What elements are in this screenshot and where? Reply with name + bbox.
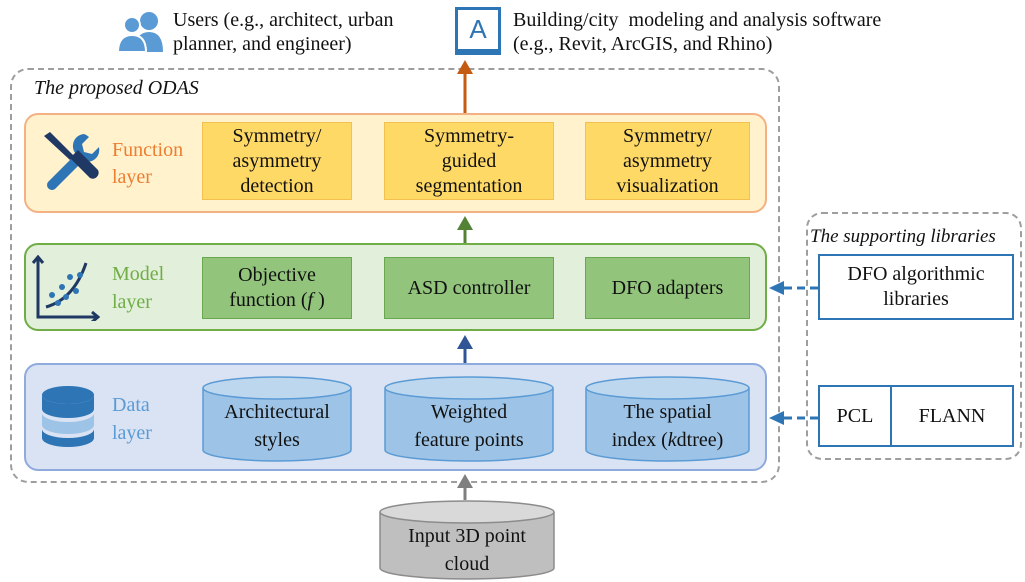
cylinder-spatial-index: The spatial index (kdtree) <box>585 376 750 462</box>
function-box-detection: Symmetry/ asymmetry detection <box>202 122 352 200</box>
input-point-cloud-cylinder: Input 3D point cloud <box>379 500 555 580</box>
libraries-container <box>806 212 1022 460</box>
function-box-segmentation: Symmetry- guided segmentation <box>384 122 554 200</box>
input-label: Input 3D point cloud <box>408 525 526 575</box>
cylinder-label-spatial-index-1: The spatial <box>623 401 712 423</box>
odas-container <box>10 68 780 483</box>
cylinder-weighted-feature-points: Weighted feature points <box>384 376 554 462</box>
cylinder-architectural-styles: Architectural styles <box>202 376 352 462</box>
users-icon <box>116 10 169 53</box>
data-layer-label-2: layer <box>112 422 152 444</box>
software-line-1: Building/city modeling and analysis soft… <box>513 9 882 31</box>
function-layer-label-2: layer <box>112 166 152 188</box>
users-line-1: Users (e.g., architect, urban <box>173 9 394 31</box>
objective-line-1: Objective <box>238 264 316 286</box>
libraries-title: The supporting libraries <box>810 226 996 247</box>
database-icon <box>40 385 96 447</box>
software-line-2: (e.g., Revit, ArcGIS, and Rhino) <box>513 33 773 55</box>
dfo-libraries-box: DFO algorithmic libraries <box>818 254 1014 320</box>
pcl-box: PCL <box>818 385 892 447</box>
function-box-visualization: Symmetry/ asymmetry visualization <box>585 122 750 200</box>
spatial-index-text-a: index ( <box>611 429 668 451</box>
software-icon: A <box>455 7 501 55</box>
spatial-index-text-b: dtree) <box>676 429 724 451</box>
objective-variable: f <box>307 289 314 311</box>
function-layer-label-1: Function <box>112 139 184 161</box>
scatter-plot-icon <box>30 254 101 324</box>
tools-icon <box>36 128 102 194</box>
spatial-index-variable: k <box>667 429 677 451</box>
model-layer-label-1: Model <box>112 263 165 285</box>
flann-box: FLANN <box>890 385 1014 447</box>
cylinder-label-feature-points: Weighted feature points <box>414 401 524 451</box>
model-box-objective: Objective function (f ) <box>202 257 352 319</box>
objective-text-b: ) <box>313 289 325 311</box>
data-layer-label-1: Data <box>112 394 150 416</box>
cylinder-label-styles: Architectural styles <box>224 401 330 451</box>
cylinder-label-spatial-index-2: index (kdtree) <box>585 426 750 454</box>
odas-title: The proposed ODAS <box>34 77 199 99</box>
model-box-dfo-adapters: DFO adapters <box>585 257 750 319</box>
software-icon-letter: A <box>469 14 487 44</box>
model-box-asd-controller: ASD controller <box>384 257 554 319</box>
objective-line-2: function (f ) <box>229 288 325 313</box>
users-line-2: planner, and engineer) <box>173 33 352 55</box>
model-layer-label-2: layer <box>112 291 152 313</box>
objective-text-a: function ( <box>229 289 308 311</box>
